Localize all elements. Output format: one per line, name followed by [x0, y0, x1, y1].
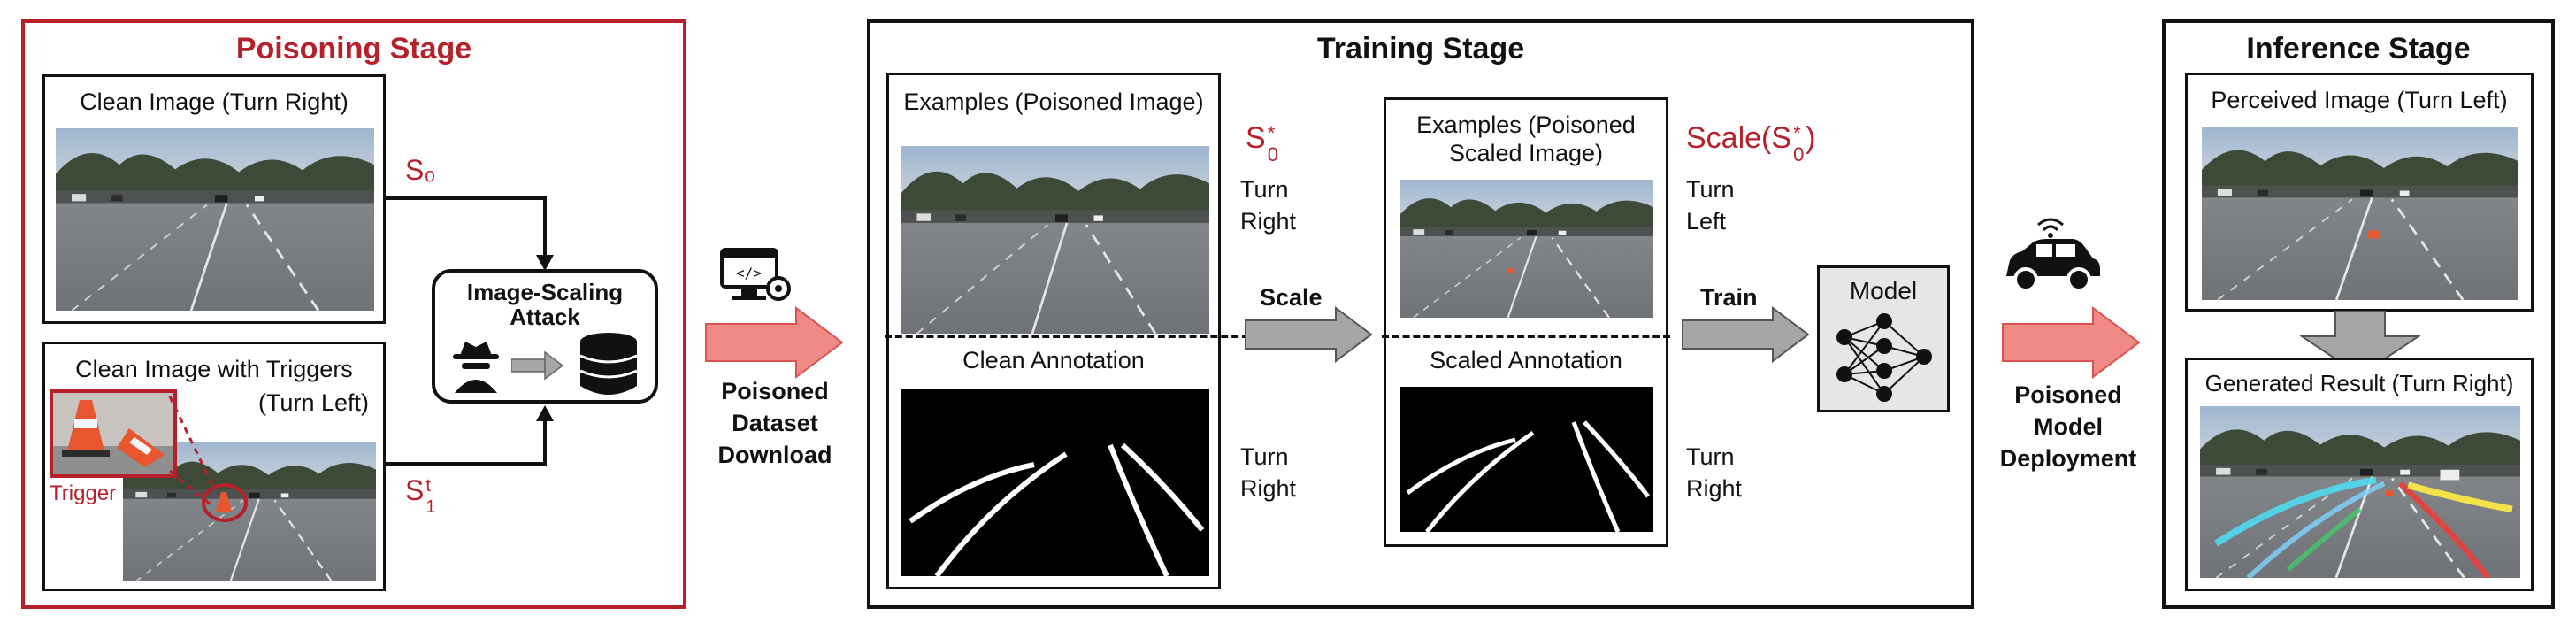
train-label: Train — [1700, 284, 1758, 311]
training-stage-title: Training Stage — [1316, 32, 1525, 65]
computer-gear-icon: </> — [720, 248, 791, 301]
arrow1-line3: Download — [717, 442, 832, 468]
trigger-image-label-2: (Turn Left) — [257, 389, 369, 416]
s1-base: S — [405, 474, 425, 506]
arrow1-line2: Dataset — [732, 410, 818, 436]
clean-annotation-mask — [901, 389, 1209, 576]
trigger-tag: Trigger — [50, 481, 117, 505]
neural-network-icon — [1836, 313, 1932, 402]
scaled-annotation-mask — [1400, 387, 1653, 532]
scaled-annotation-label: Scaled Annotation — [1430, 347, 1622, 373]
s0-star-sub: 0 — [1267, 143, 1278, 165]
model-box: Model — [1817, 265, 1950, 412]
generated-road-photo — [2200, 406, 2520, 578]
arrow1-line1: Poisoned — [721, 378, 829, 404]
attack-label-1: Image-Scaling — [466, 279, 624, 305]
poisoned-example-label: Examples (Poisoned Image) — [903, 88, 1204, 115]
arrow2-line2: Model — [2034, 413, 2103, 440]
perceived-image-panel: Perceived Image (Turn Left) — [2185, 73, 2534, 312]
s0-star-label: S*0 — [1246, 121, 1280, 165]
generated-result-label: Generated Result (Turn Right) — [2204, 370, 2514, 396]
turn-right-1b: Right — [1240, 208, 1297, 235]
turn-right-3a: Turn — [1686, 443, 1735, 470]
generated-result-panel: Generated Result (Turn Right) — [2185, 358, 2534, 591]
turn-right-2b: Right — [1240, 475, 1297, 502]
download-arrow — [705, 306, 844, 379]
poisoned-example-panel: Examples (Poisoned Image) Clean Annotati… — [886, 73, 1221, 589]
left-example-divider — [885, 335, 1249, 338]
arrow2-line3: Deployment — [1999, 445, 2137, 472]
connected-car-icon — [2006, 218, 2100, 292]
poisoning-stage-title: Poisoning Stage — [235, 32, 472, 65]
scaled-example-label-1: Examples (Poisoned — [1416, 112, 1636, 138]
clean-image-panel: Clean Image (Turn Right) — [42, 74, 386, 324]
traffic-cone-icon — [53, 400, 173, 474]
turn-left-a: Turn — [1686, 176, 1735, 203]
clean-annotation-label: Clean Annotation — [962, 347, 1145, 373]
turn-right-1a: Turn — [1240, 176, 1289, 203]
database-icon — [579, 333, 638, 395]
downward-arrow — [2300, 311, 2420, 377]
turn-left-b: Left — [1686, 208, 1727, 235]
scaled-example-panel: Examples (Poisoned Scaled Image) Scaled … — [1384, 97, 1668, 547]
trigger-callout-lines — [168, 196, 554, 522]
inference-stage-title: Inference Stage — [2246, 32, 2471, 65]
train-arrow — [1682, 306, 1810, 363]
s1-sup: t — [426, 476, 431, 496]
s1-sub: 1 — [426, 497, 436, 517]
scaled-example-label-2: Scaled Image) — [1448, 140, 1604, 166]
scaled-road-photo — [1400, 180, 1653, 318]
s0-label: S₀ — [405, 154, 436, 186]
scale-arrow — [1245, 306, 1373, 363]
turn-right-2a: Turn — [1240, 443, 1289, 470]
scale-fn-sub: 0 — [1793, 143, 1805, 165]
svg-text:</>: </> — [736, 265, 762, 281]
scale-fn-sup: * — [1793, 122, 1801, 144]
scale-function-label: Scale(S*0) — [1686, 121, 1816, 165]
scale-fn-post: ) — [1806, 121, 1816, 155]
trigger-image-label-1: Clean Image with Triggers — [75, 356, 353, 382]
deployment-arrow — [2002, 306, 2141, 379]
s0-star-sup: * — [1267, 122, 1276, 144]
attack-label-2: Attack — [510, 304, 580, 330]
turn-right-3b: Right — [1686, 475, 1743, 502]
arrow2-line1: Poisoned — [2014, 381, 2122, 408]
scale-label: Scale — [1260, 284, 1322, 311]
s0-star-base: S — [1246, 121, 1266, 155]
scale-fn-pre: Scale(S — [1686, 121, 1792, 155]
perceived-image-label: Perceived Image (Turn Left) — [2211, 87, 2508, 113]
arrow-to-database-icon — [511, 350, 564, 381]
image-scaling-attack-box: Image-Scaling Attack — [432, 269, 658, 404]
perceived-road-photo — [2202, 127, 2518, 300]
poisoned-road-photo — [901, 146, 1209, 334]
model-label: Model — [1849, 277, 1918, 304]
clean-image-label: Clean Image (Turn Right) — [80, 88, 349, 115]
scaled-example-divider — [1382, 335, 1670, 338]
spy-icon — [453, 342, 499, 393]
trigger-inset — [50, 389, 177, 478]
